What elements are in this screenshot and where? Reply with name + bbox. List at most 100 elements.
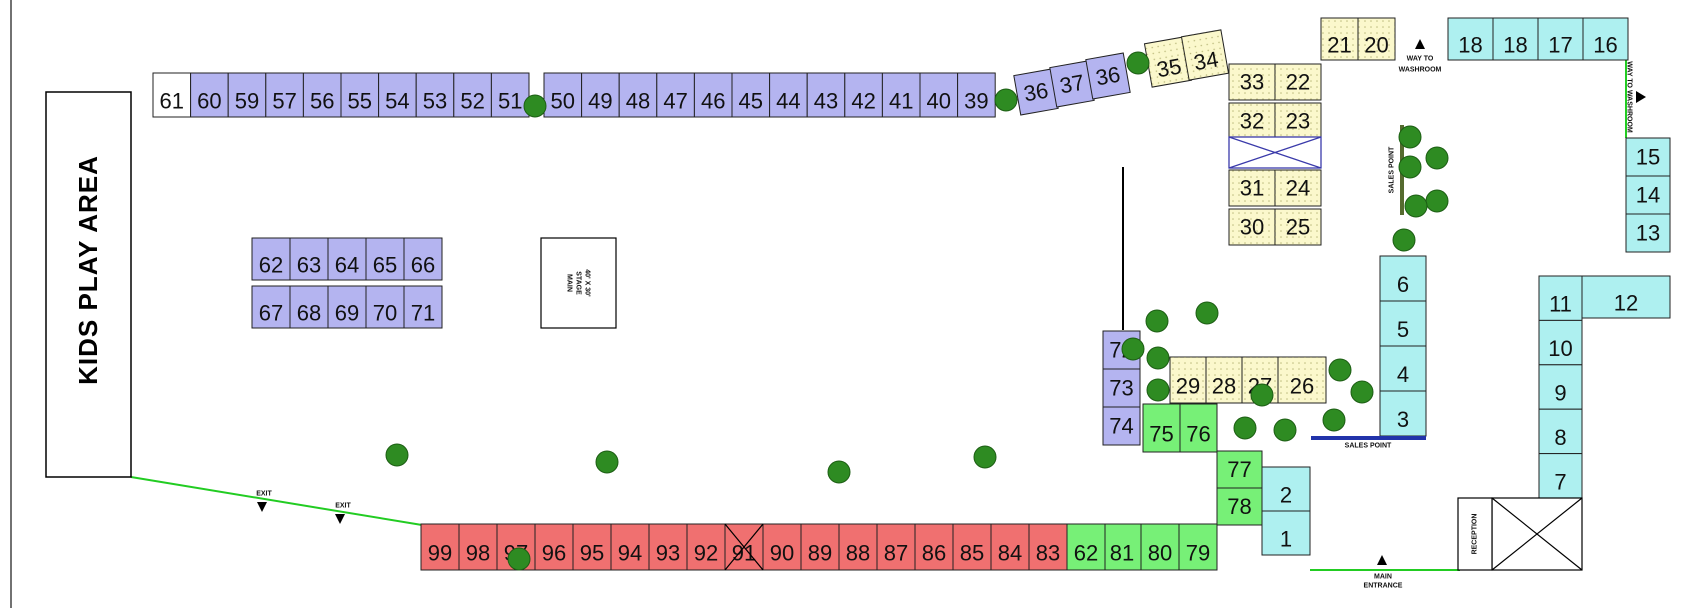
- stall-7[interactable]: 7: [1538, 453, 1583, 499]
- stall-23[interactable]: 23: [1274, 102, 1322, 140]
- stall-30[interactable]: 30: [1228, 208, 1276, 246]
- tree-icon: [1322, 408, 1346, 432]
- stall-9[interactable]: 9: [1538, 364, 1583, 410]
- main-stage-label-line1: MAIN: [566, 274, 573, 292]
- stall-26[interactable]: 26: [1277, 356, 1327, 404]
- stall-37[interactable]: 37: [1049, 60, 1095, 108]
- stall-31[interactable]: 31: [1228, 169, 1276, 207]
- stall-60[interactable]: 60: [190, 72, 229, 118]
- stall-45[interactable]: 45: [731, 72, 771, 118]
- stall-65[interactable]: 65: [365, 237, 405, 281]
- stall-32[interactable]: 32: [1228, 102, 1276, 140]
- stall-4[interactable]: 4: [1379, 345, 1427, 392]
- stall-56[interactable]: 56: [302, 72, 342, 118]
- stall-number: 49: [588, 89, 612, 114]
- stall-68[interactable]: 68: [289, 285, 329, 329]
- stall-66[interactable]: 66: [403, 237, 443, 281]
- stall-85[interactable]: 85: [952, 523, 992, 571]
- stall-69[interactable]: 69: [327, 285, 367, 329]
- stall-80[interactable]: 80: [1140, 523, 1180, 571]
- stall-59[interactable]: 59: [227, 72, 267, 118]
- stall-18[interactable]: 18: [1447, 17, 1494, 61]
- stall-5[interactable]: 5: [1379, 300, 1427, 347]
- stall-86[interactable]: 86: [914, 523, 954, 571]
- stall-71[interactable]: 71: [403, 285, 443, 329]
- stall-22[interactable]: 22: [1274, 63, 1322, 101]
- tree-icon: [595, 450, 619, 474]
- stall-90[interactable]: 90: [762, 523, 802, 571]
- stall-12[interactable]: 12: [1581, 275, 1671, 319]
- stall-14[interactable]: 14: [1625, 175, 1671, 215]
- stall-25[interactable]: 25: [1274, 208, 1322, 246]
- stall-1[interactable]: 1: [1261, 510, 1311, 556]
- stall-92[interactable]: 92: [686, 523, 726, 571]
- stall-53[interactable]: 53: [415, 72, 455, 118]
- stall-51[interactable]: 51: [490, 72, 530, 118]
- stall-52[interactable]: 52: [453, 72, 492, 118]
- stall-75[interactable]: 75: [1142, 403, 1181, 453]
- stall-17[interactable]: 17: [1537, 17, 1584, 61]
- stall-73[interactable]: 73: [1102, 368, 1141, 408]
- stall-54[interactable]: 54: [378, 72, 417, 118]
- stall-76[interactable]: 76: [1179, 403, 1218, 453]
- stall-35[interactable]: 35: [1143, 36, 1193, 88]
- stall-74[interactable]: 74: [1102, 406, 1141, 446]
- stall-87[interactable]: 87: [876, 523, 916, 571]
- stall-42[interactable]: 42: [844, 72, 883, 118]
- stall-3[interactable]: 3: [1379, 390, 1427, 437]
- stall-77[interactable]: 77: [1216, 450, 1263, 489]
- stall-63[interactable]: 63: [289, 237, 329, 281]
- stall-95[interactable]: 95: [572, 523, 612, 571]
- stall-36[interactable]: 36: [1085, 52, 1131, 100]
- stall-39[interactable]: 39: [957, 72, 996, 118]
- stall-70[interactable]: 70: [365, 285, 405, 329]
- stall-79[interactable]: 79: [1178, 523, 1218, 571]
- stall-18[interactable]: 18: [1492, 17, 1539, 61]
- stall-21[interactable]: 21: [1320, 17, 1359, 61]
- stall-88[interactable]: 88: [838, 523, 878, 571]
- stall-15[interactable]: 15: [1625, 137, 1671, 177]
- stall-64[interactable]: 64: [327, 237, 367, 281]
- stall-number: 90: [770, 541, 794, 566]
- stall-41[interactable]: 41: [881, 72, 921, 118]
- stall-57[interactable]: 57: [265, 72, 304, 118]
- stall-84[interactable]: 84: [990, 523, 1030, 571]
- stall-94[interactable]: 94: [610, 523, 650, 571]
- stall-33[interactable]: 33: [1228, 63, 1276, 101]
- stall-83[interactable]: 83: [1028, 523, 1068, 571]
- stall-34[interactable]: 34: [1180, 29, 1230, 81]
- stall-20[interactable]: 20: [1357, 17, 1396, 61]
- stall-62[interactable]: 62: [251, 237, 291, 281]
- stall-28[interactable]: 28: [1205, 356, 1243, 404]
- stall-78[interactable]: 78: [1216, 487, 1263, 526]
- stall-81[interactable]: 81: [1102, 523, 1142, 571]
- stall-36[interactable]: 36: [1013, 68, 1059, 116]
- stall-50[interactable]: 50: [543, 72, 583, 118]
- stall-40[interactable]: 40: [919, 72, 959, 118]
- stall-89[interactable]: 89: [800, 523, 840, 571]
- stall-11[interactable]: 11: [1538, 275, 1583, 321]
- stall-62[interactable]: 62: [1066, 523, 1106, 571]
- stall-6[interactable]: 6: [1379, 255, 1427, 302]
- stall-10[interactable]: 10: [1538, 319, 1583, 366]
- stall-13[interactable]: 13: [1625, 213, 1671, 253]
- stall-47[interactable]: 47: [656, 72, 695, 118]
- stall-61[interactable]: 61: [152, 72, 192, 118]
- stall-2[interactable]: 2: [1261, 466, 1311, 512]
- stall-99[interactable]: 99: [420, 523, 460, 571]
- stall-24[interactable]: 24: [1274, 169, 1322, 207]
- stall-16[interactable]: 16: [1582, 17, 1629, 61]
- stall-8[interactable]: 8: [1538, 408, 1583, 455]
- stall-98[interactable]: 98: [458, 523, 498, 571]
- stall-49[interactable]: 49: [581, 72, 620, 118]
- stall-96[interactable]: 96: [534, 523, 574, 571]
- stall-46[interactable]: 46: [693, 72, 733, 118]
- stall-44[interactable]: 44: [769, 72, 808, 118]
- stall-93[interactable]: 93: [648, 523, 688, 571]
- stall-48[interactable]: 48: [618, 72, 658, 118]
- stall-29[interactable]: 29: [1169, 356, 1207, 404]
- stall-67[interactable]: 67: [251, 285, 291, 329]
- stall-43[interactable]: 43: [806, 72, 846, 118]
- stall-55[interactable]: 55: [340, 72, 380, 118]
